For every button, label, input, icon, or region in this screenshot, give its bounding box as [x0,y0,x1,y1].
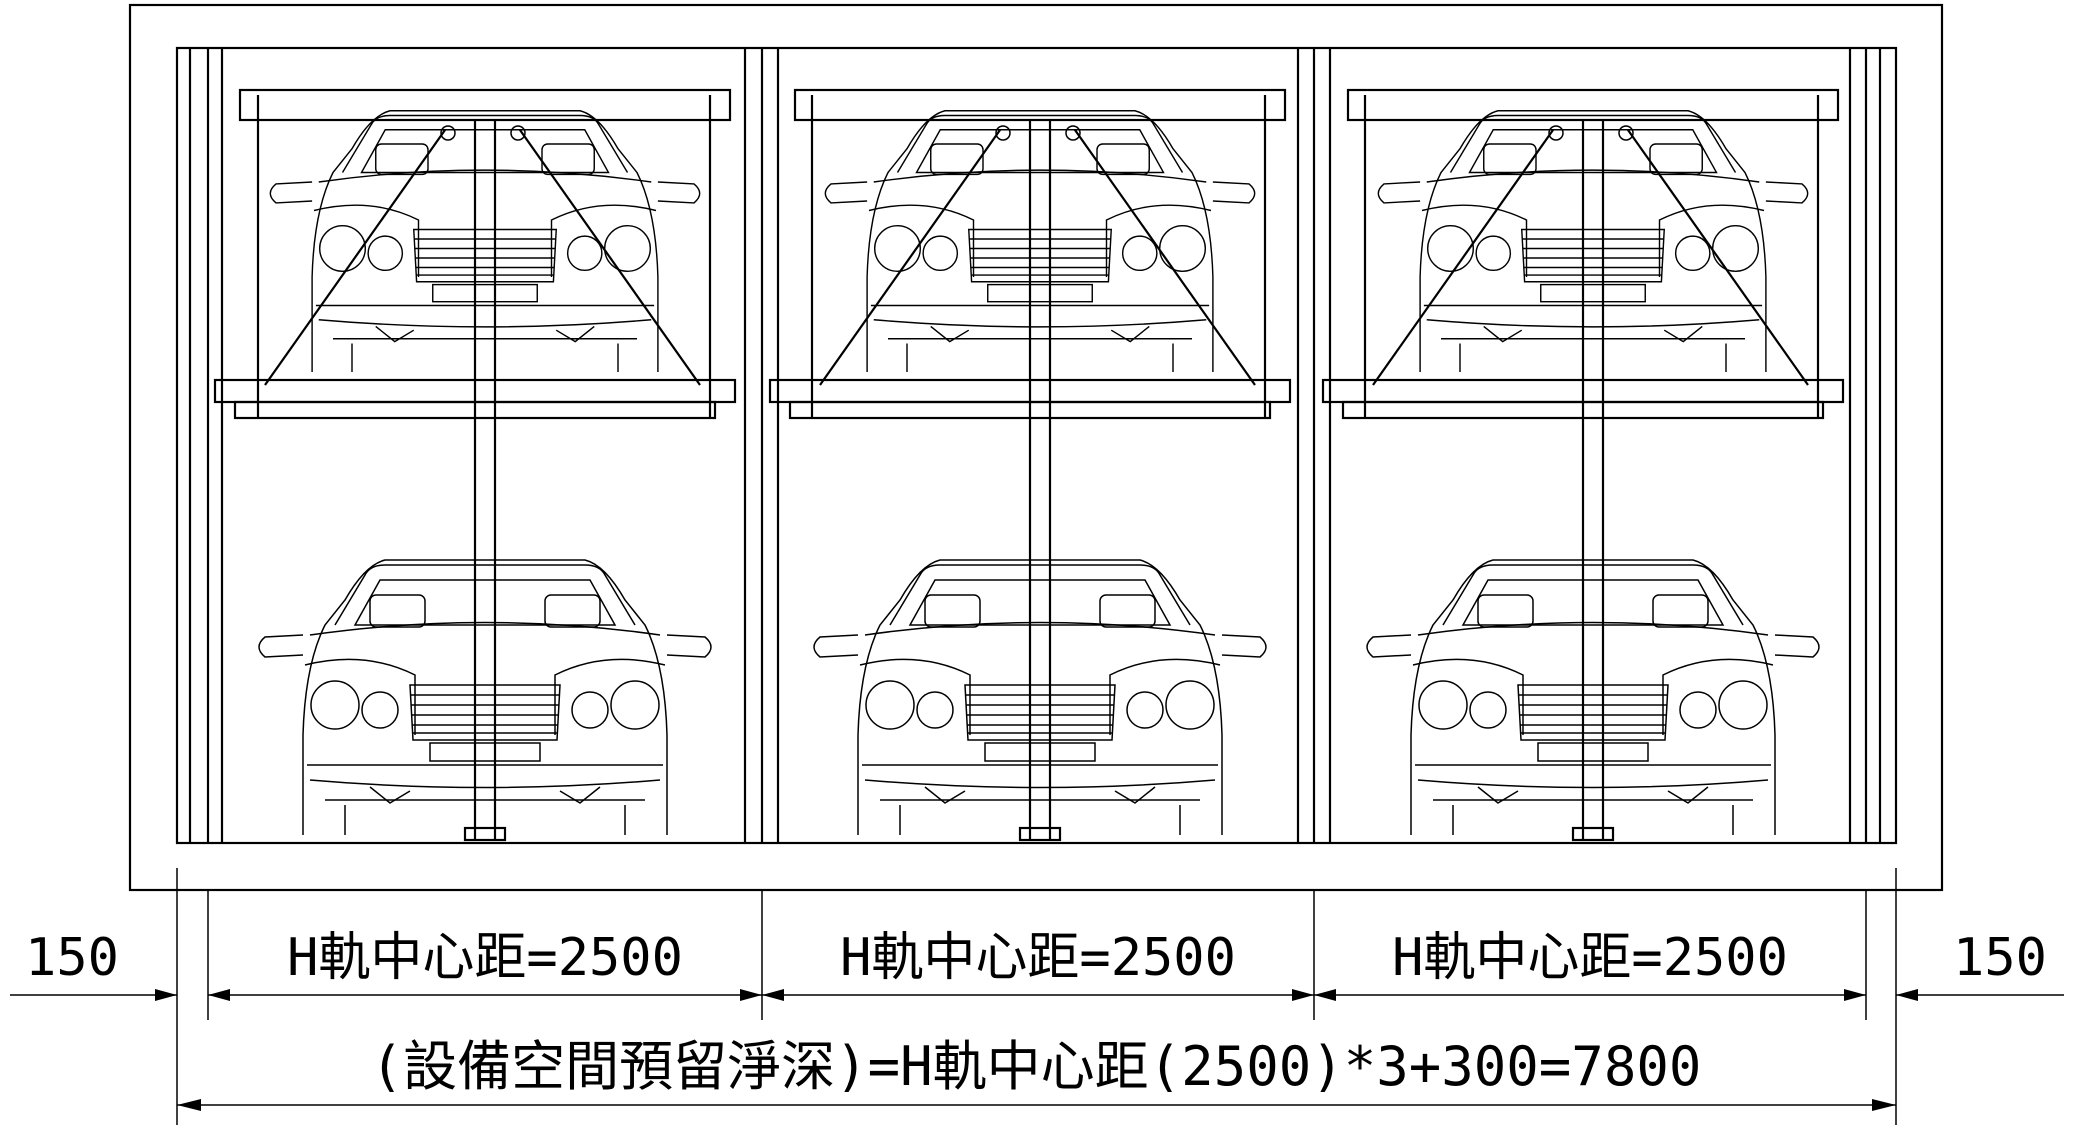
post [1018,120,1062,842]
total-depth-label: (設備空間預留淨深)=H軌中心距(2500)*3+300=7800 [371,1035,1702,1098]
bay-2-dimension-label: H軌中心距=2500 [840,928,1236,988]
bay-1-dimension-label: H軌中心距=2500 [287,928,683,988]
dimension-extension-lines [176,868,1897,1125]
bay-3-dimension-label: H軌中心距=2500 [1392,928,1788,988]
bay-1 [213,88,737,842]
upper-platform [768,88,1292,420]
lower-vehicle [258,559,712,836]
bay-dimension-lines [10,989,2064,1001]
post [1571,120,1615,842]
bay-3 [1321,88,1845,842]
upper-platform [213,88,737,420]
total-dimension-line [177,1099,1896,1111]
side-right-dimension: 150 [1953,928,2047,988]
lower-vehicle [1366,559,1820,836]
columns [188,48,1882,843]
bay-2 [768,88,1292,842]
lower-vehicle [813,559,1267,836]
side-left-dimension: 150 [25,928,119,988]
inner-frame [175,46,1898,845]
outer-frame [128,3,1944,892]
post [463,120,507,842]
